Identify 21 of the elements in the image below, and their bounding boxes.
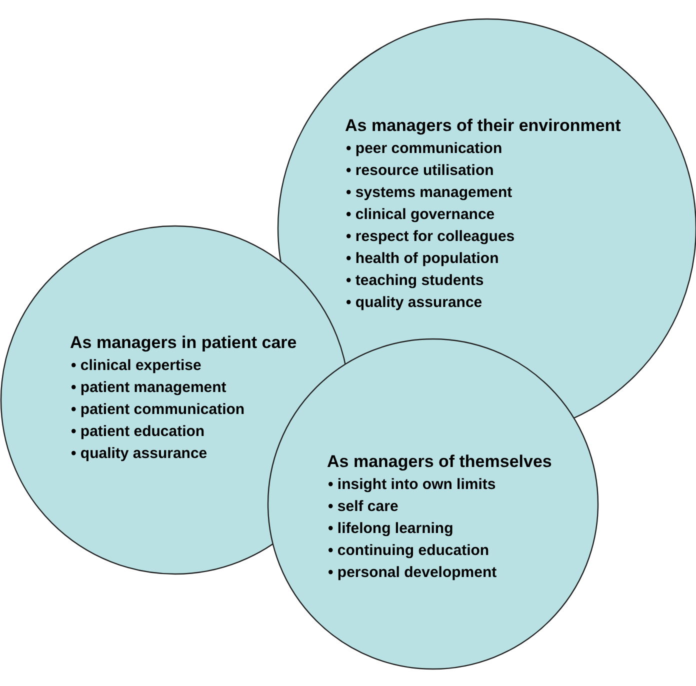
bullet-item: • personal development — [328, 563, 497, 583]
bullet-item: • patient management — [71, 378, 226, 398]
bullet-item: • patient communication — [71, 400, 245, 420]
bullet-item: • lifelong learning — [328, 519, 454, 539]
bullet-item: • peer communication — [346, 139, 502, 159]
bullet-item: • resource utilisation — [346, 161, 494, 181]
bullet-item: • respect for colleagues — [346, 227, 515, 247]
bullet-item: • clinical governance — [346, 205, 495, 225]
bullet-item: • systems management — [346, 183, 512, 203]
bullet-item: • self care — [328, 497, 398, 517]
circle-heading: As managers of their environment — [345, 115, 621, 137]
bullet-item: • insight into own limits — [328, 475, 496, 495]
bullet-item: • quality assurance — [71, 444, 208, 464]
bullet-item: • continuing education — [328, 541, 490, 561]
circle-heading: As managers in patient care — [70, 332, 297, 354]
bullet-item: • clinical expertise — [71, 356, 202, 376]
circle-heading: As managers of themselves — [327, 451, 552, 473]
bullet-item: • teaching students — [346, 271, 484, 291]
bullet-item: • patient education — [71, 422, 205, 442]
bullet-item: • quality assurance — [346, 293, 482, 313]
bullet-item: • health of population — [346, 249, 499, 269]
